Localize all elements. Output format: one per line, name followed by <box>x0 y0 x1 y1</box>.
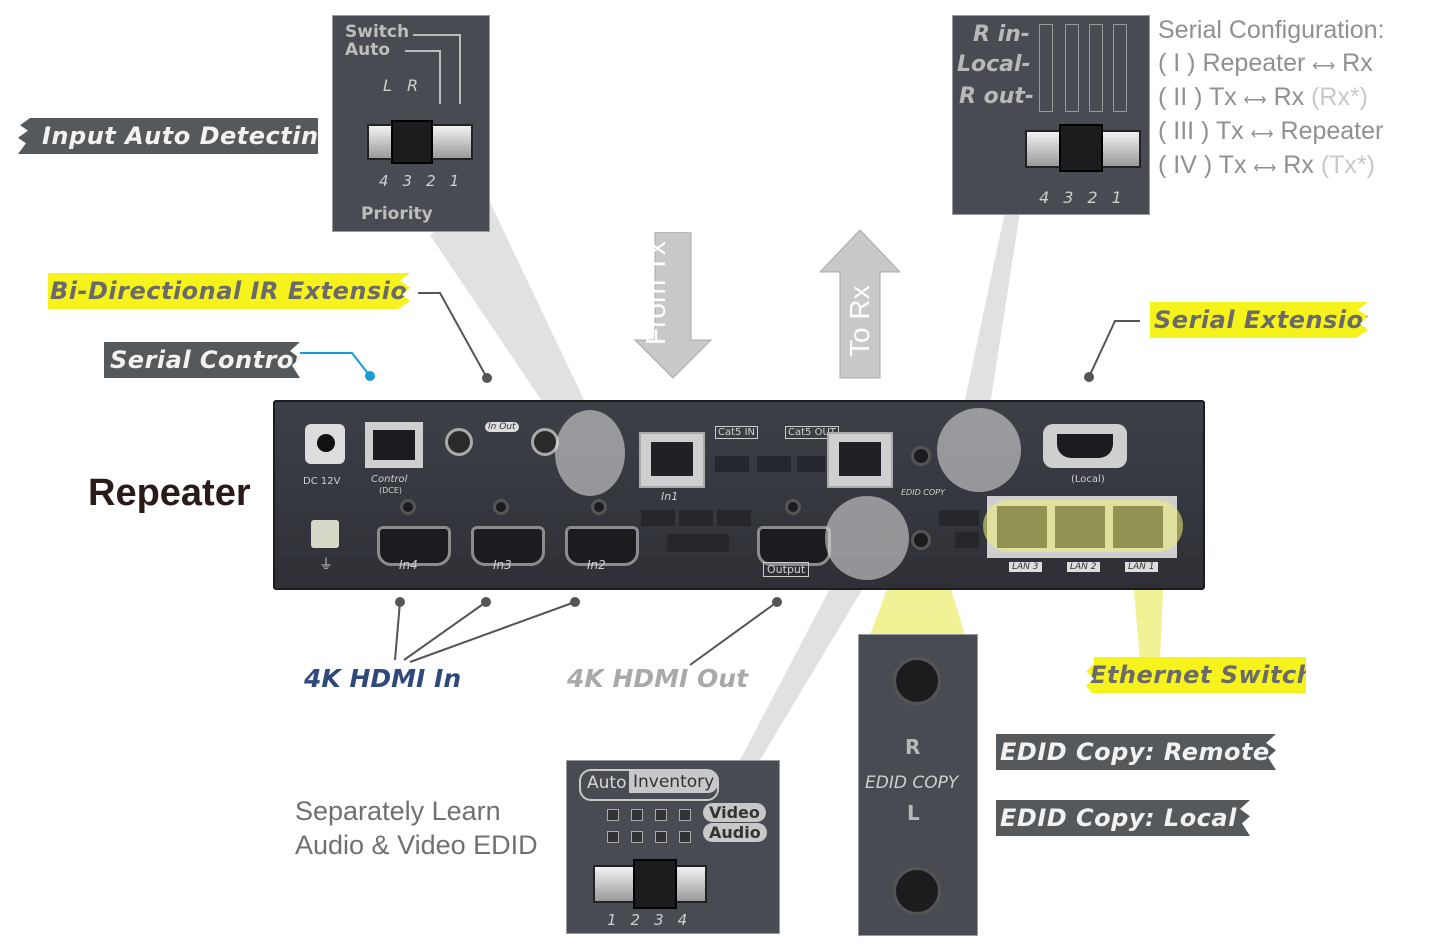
from-tx-label: From Tx <box>640 241 671 345</box>
edid-copy-text: EDID COPY <box>865 773 959 793</box>
hdmi-in3-port[interactable] <box>471 526 545 566</box>
hdmi-out-label: 4K HDMI Out <box>567 664 749 693</box>
bidirectional-arrow-icon: ⟷ <box>1250 126 1274 143</box>
bi-directional-ir-tag: Bi-Directional IR Extension <box>48 273 410 309</box>
hdmi-output-port[interactable] <box>757 526 831 566</box>
r-label: R <box>407 76 419 95</box>
serial-num-4: 4 <box>1039 188 1050 207</box>
priority-num-4: 4 <box>379 172 389 190</box>
inv-num-1: 1 <box>607 911 617 929</box>
lan3-label: LAN 3 <box>1009 562 1042 572</box>
hdmi-in4-port[interactable] <box>377 526 451 566</box>
serial-num-1: 1 <box>1111 188 1122 207</box>
serial-num-3: 3 <box>1063 188 1074 207</box>
edid-r-label: R <box>905 735 921 759</box>
inventory-mode-label: Inventory <box>629 771 719 793</box>
edid-local-button-large[interactable] <box>893 867 941 915</box>
serial-config-row-3: ( III ) Tx ⟷ Repeater <box>1158 117 1384 145</box>
edid-local-tag: EDID Copy: Local <box>996 800 1250 836</box>
edid-remote-tag: EDID Copy: Remote <box>996 734 1276 770</box>
separately-learn-line1: Separately Learn <box>295 796 501 826</box>
priority-label: Priority <box>361 204 433 224</box>
r-out-label: R out- <box>959 84 1035 109</box>
local-label: Local- <box>957 52 1031 77</box>
switch-panel-inset: Switch Auto L R 4 3 2 1 Priority <box>332 15 490 232</box>
in3-label: In3 <box>493 558 512 572</box>
lan1-label: LAN 1 <box>1125 562 1158 572</box>
auto-mode-label: Auto <box>587 773 627 793</box>
video-label: Video <box>703 803 766 822</box>
lan2-label: LAN 2 <box>1067 562 1100 572</box>
inv-num-3: 3 <box>654 911 664 929</box>
input-auto-detecting-tag: Input Auto Detecting <box>18 118 318 154</box>
inv-num-2: 2 <box>630 911 641 929</box>
edid-copy-label: EDID COPY <box>901 488 945 497</box>
priority-num-1: 1 <box>449 172 460 190</box>
audio-label: Audio <box>703 823 767 842</box>
bidirectional-arrow-icon: ⟷ <box>1253 160 1277 177</box>
inventory-panel-inset: Auto Inventory Video Audio 1 2 3 4 <box>566 760 780 934</box>
serial-config-row-2: ( II ) Tx ⟷ Rx (Rx*) <box>1158 83 1369 111</box>
hdmi-in-label: 4K HDMI In <box>304 664 462 693</box>
dc-label: DC 12V <box>303 476 341 487</box>
serial-panel-inset: R in- Local- R out- 4 3 2 1 <box>952 15 1150 215</box>
repeater-label: Repeater <box>88 472 251 514</box>
serial-config-title: Serial Configuration: <box>1158 16 1385 44</box>
serial-control-tag: Serial Control <box>104 342 300 378</box>
in-out-label: In Out <box>485 422 519 432</box>
cat5-out-port[interactable] <box>827 432 893 488</box>
ground-terminal[interactable] <box>311 520 339 548</box>
to-rx-arrow <box>818 229 902 379</box>
l-label: L <box>383 76 392 95</box>
ethernet-switch-tag: Ethernet Switch <box>1086 657 1306 693</box>
edid-l-label: L <box>907 801 920 825</box>
edid-remote-button[interactable] <box>911 446 931 466</box>
in2-label: In2 <box>587 558 606 572</box>
priority-num-3: 3 <box>402 172 413 190</box>
from-tx-arrow <box>633 232 713 379</box>
ir-out-jack[interactable] <box>531 428 559 456</box>
r-in-label: R in- <box>973 22 1030 47</box>
edid-panel-inset: R EDID COPY L <box>858 634 978 936</box>
repeater-device: DC 12V ⏚ Control (DCE) In Out In4 In3 In… <box>273 400 1205 590</box>
auto-label: Auto <box>345 40 391 60</box>
cat5-in-label: Cat5 IN <box>715 426 759 439</box>
ir-in-jack[interactable] <box>445 428 473 456</box>
inv-num-4: 4 <box>677 911 688 929</box>
bidirectional-arrow-icon: ⟷ <box>1243 92 1267 109</box>
serial-config-row-1: ( I ) Repeater ⟷ Rx <box>1158 49 1373 77</box>
hdmi-in2-port[interactable] <box>565 526 639 566</box>
to-rx-label: To Rx <box>844 285 875 357</box>
cat5-in1-port[interactable] <box>639 432 705 488</box>
separately-learn-line2: Audio & Video EDID <box>295 830 538 860</box>
local-port-label: (Local) <box>1071 474 1105 485</box>
bidirectional-arrow-icon: ⟷ <box>1312 58 1336 75</box>
output-label: Output <box>763 562 810 577</box>
in1-label: In1 <box>661 490 679 503</box>
control-label: Control <box>371 474 408 485</box>
serial-config-row-4: ( IV ) Tx ⟷ Rx (Tx*) <box>1158 151 1375 179</box>
switch-label: Switch <box>345 22 410 42</box>
serial-extension-tag: Serial Extension <box>1150 302 1368 338</box>
priority-num-2: 2 <box>426 172 436 190</box>
serial-num-2: 2 <box>1087 188 1098 207</box>
serial-config-list: ( I ) Repeater ⟷ Rx ( II ) Tx ⟷ Rx (Rx*)… <box>1158 48 1383 184</box>
edid-local-button[interactable] <box>911 530 931 550</box>
edid-remote-button-large[interactable] <box>893 657 941 705</box>
control-sub-label: (DCE) <box>379 486 403 495</box>
ground-icon: ⏚ <box>319 557 333 573</box>
in4-label: In4 <box>399 558 418 572</box>
